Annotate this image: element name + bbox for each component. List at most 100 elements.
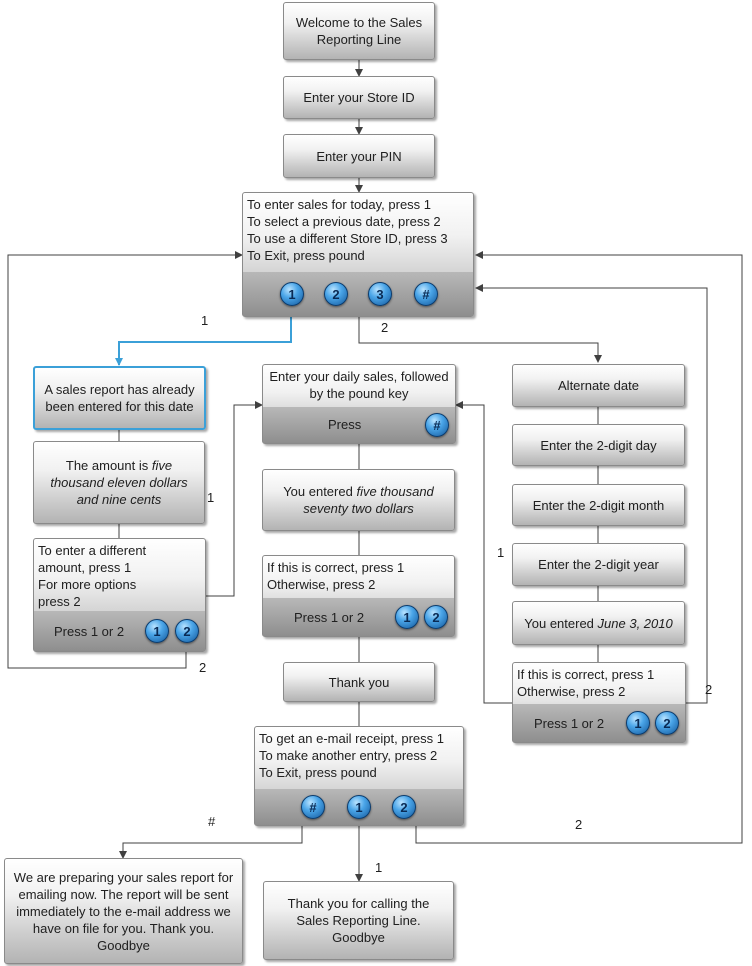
emailing-text: We are preparing your sales report for e…	[13, 869, 234, 953]
store-id-text: Enter your Store ID	[303, 90, 415, 105]
edge-confirmdate-daily	[455, 401, 512, 704]
different-amount-line: To enter a different amount, press 1	[38, 543, 147, 575]
daily-sales-keypad: Press #	[263, 407, 455, 443]
alternate-date-node: Alternate date	[512, 364, 685, 407]
emailing-node: We are preparing your sales report for e…	[4, 858, 243, 964]
welcome-text: Welcome to the Sales Reporting Line	[295, 15, 423, 47]
amount-node: The amount is five thousand eleven dolla…	[33, 441, 205, 524]
receipt-menu-line: To Exit, press pound	[259, 765, 377, 780]
edge-label-year-1: 1	[497, 545, 505, 560]
key-2-button[interactable]: 2	[324, 282, 348, 306]
goodbye-text: Thank you for calling the Sales Reportin…	[287, 896, 430, 945]
daily-sales-prompt: Press	[328, 417, 362, 432]
year-node: Enter the 2-digit year	[512, 543, 685, 586]
confirm-sales-text: If this is correct, press 1 Otherwise, p…	[263, 556, 454, 596]
edge-label-receipt-2: 2	[575, 817, 583, 832]
daily-sales-node: Enter your daily sales, followed by the …	[262, 364, 456, 444]
month-text: Enter the 2-digit month	[532, 497, 665, 513]
you-entered-text: You entered five thousand seventy two do…	[269, 483, 448, 517]
edge-different-daily	[206, 401, 263, 597]
confirm-date-prompt: Press 1 or 2	[534, 716, 605, 731]
amount-prefix: The amount is	[65, 458, 152, 473]
receipt-menu-line: To get an e-mail receipt, press 1	[259, 731, 444, 746]
main-menu-line: To use a different Store ID, press 3	[247, 231, 448, 246]
you-entered-node: You entered five thousand seventy two do…	[262, 469, 455, 531]
entered-date-node: You entered June 3, 2010	[512, 601, 685, 645]
amount-value: five thousand eleven dollars and nine ce…	[50, 458, 188, 507]
edge-label-amount-1: 1	[207, 490, 215, 505]
edge-label-receipt-hash: #	[208, 814, 216, 829]
amount-text: The amount is five thousand eleven dolla…	[40, 457, 198, 508]
key-pound-button[interactable]: #	[414, 282, 438, 306]
receipt-menu-node: To get an e-mail receipt, press 1 To mak…	[254, 726, 464, 826]
edge-label-different-2: 2	[199, 660, 207, 675]
edge-label-main-1: 1	[201, 313, 209, 328]
confirm-date-text: If this is correct, press 1 Otherwise, p…	[513, 663, 685, 703]
key-pound-button[interactable]: #	[301, 795, 325, 819]
confirm-date-keypad: Press 1 or 2 1 2	[513, 704, 685, 742]
different-amount-prompt: Press 1 or 2	[54, 624, 125, 639]
edge-label-receipt-1: 1	[375, 860, 383, 875]
key-2-button[interactable]: 2	[655, 711, 679, 735]
year-text: Enter the 2-digit year	[538, 557, 659, 572]
key-1-button[interactable]: 1	[280, 282, 304, 306]
main-menu-keypad: 1 2 3 #	[243, 272, 473, 316]
key-1-button[interactable]: 1	[626, 711, 650, 735]
main-menu-line: To Exit, press pound	[247, 248, 365, 263]
month-node: Enter the 2-digit month	[512, 484, 685, 526]
edge-menu-alternate	[358, 317, 602, 363]
edge-label-main-2: 2	[381, 320, 389, 335]
edge-receipt-menu	[415, 251, 743, 844]
welcome-node: Welcome to the Sales Reporting Line	[283, 2, 435, 60]
already-entered-text: A sales report has already been entered …	[44, 382, 195, 414]
confirm-sales-keypad: Press 1 or 2 1 2	[263, 598, 454, 636]
different-amount-text: To enter a different amount, press 1 For…	[34, 539, 205, 613]
receipt-menu-line: To make another entry, press 2	[259, 748, 438, 763]
confirm-date-node: If this is correct, press 1 Otherwise, p…	[512, 662, 686, 743]
key-1-button[interactable]: 1	[347, 795, 371, 819]
store-id-node: Enter your Store ID	[283, 76, 435, 119]
confirm-sales-prompt: Press 1 or 2	[294, 610, 365, 625]
key-3-button[interactable]: 3	[368, 282, 392, 306]
edge-menu-already	[115, 317, 292, 366]
confirm-sales-node: If this is correct, press 1 Otherwise, p…	[262, 555, 455, 637]
edge-different-menu	[7, 251, 243, 669]
thank-you-text: Thank you	[328, 674, 390, 690]
main-menu-text: To enter sales for today, press 1 To sel…	[243, 193, 473, 267]
edge-receipt-emailing	[119, 826, 303, 859]
key-pound-button[interactable]: #	[425, 413, 449, 437]
key-2-button[interactable]: 2	[424, 605, 448, 629]
alternate-date-text: Alternate date	[558, 378, 639, 393]
main-menu-line: To enter sales for today, press 1	[247, 197, 432, 212]
different-amount-node: To enter a different amount, press 1 For…	[33, 538, 206, 652]
confirm-sales-line: Otherwise, press 2	[267, 577, 376, 592]
key-2-button[interactable]: 2	[175, 619, 199, 643]
entered-date-value: June 3, 2010	[597, 615, 673, 631]
edge-confirmdate-menu	[475, 284, 708, 704]
key-1-button[interactable]: 1	[395, 605, 419, 629]
thank-you-node: Thank you	[283, 662, 435, 702]
entered-date-text: You entered June 3, 2010	[524, 615, 672, 632]
different-amount-keypad: Press 1 or 2 1 2	[34, 611, 205, 651]
confirm-sales-line: If this is correct, press 1	[267, 560, 405, 575]
daily-sales-text: Enter your daily sales, followed by the …	[263, 365, 455, 405]
confirm-date-line: If this is correct, press 1	[517, 667, 655, 682]
key-1-button[interactable]: 1	[145, 619, 169, 643]
goodbye-node: Thank you for calling the Sales Reportin…	[263, 881, 454, 960]
main-menu-line: To select a previous date, press 2	[247, 214, 441, 229]
you-entered-prefix: You entered	[283, 484, 357, 499]
key-2-button[interactable]: 2	[392, 795, 416, 819]
pin-node: Enter your PIN	[283, 134, 435, 178]
daily-sales-instruction: Enter your daily sales, followed by the …	[269, 369, 449, 401]
you-entered-value: five thousand seventy two dollars	[303, 484, 434, 516]
edge-label-confirm-date-2: 2	[705, 682, 713, 697]
receipt-menu-keypad: # 1 2	[255, 789, 463, 825]
day-node: Enter the 2-digit day	[512, 424, 685, 466]
confirm-date-line: Otherwise, press 2	[517, 684, 626, 699]
entered-date-prefix: You entered	[524, 615, 598, 631]
already-entered-node: A sales report has already been entered …	[33, 366, 206, 430]
day-text: Enter the 2-digit day	[540, 437, 657, 453]
pin-text: Enter your PIN	[316, 148, 402, 164]
different-amount-line: For more options press 2	[38, 577, 137, 609]
